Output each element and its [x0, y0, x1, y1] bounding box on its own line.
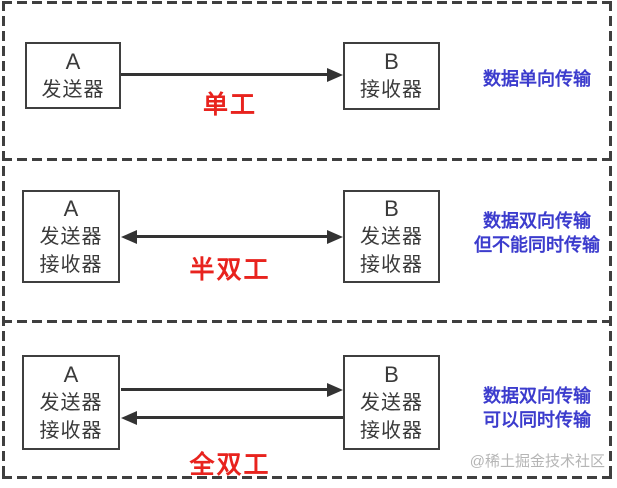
frame-border-left — [2, 1, 5, 479]
arrowhead-left-icon — [121, 230, 137, 244]
device-box-a: A 发送器 — [25, 42, 121, 109]
device-b-role: 发送器 — [360, 225, 423, 248]
device-b-title: B — [384, 49, 399, 74]
device-b-title: B — [384, 195, 399, 221]
frame-divider-1 — [2, 158, 614, 161]
device-a-role: 发送器 — [39, 391, 103, 414]
device-a-role: 接收器 — [39, 419, 103, 442]
frame-border-right — [609, 1, 612, 479]
arrowhead-right-icon — [327, 383, 343, 397]
device-a-role: 接收器 — [39, 253, 103, 276]
device-a-title: A — [63, 195, 79, 221]
device-a-title: A — [65, 48, 81, 74]
device-a-role: 发送器 — [39, 225, 103, 248]
arrow-a-to-b — [121, 68, 343, 82]
frame-divider-2 — [2, 320, 614, 323]
section-half-duplex: A 发送器 接收器 B 发送器 接收器 半双工 数据双向传输 但不能同时传输 — [0, 159, 617, 320]
section-full-duplex: A 发送器 接收器 B 发送器 接收器 全双工 数据双向传输 可以同时传输 @稀… — [0, 321, 617, 480]
device-box-b: B 发送器 接收器 — [343, 190, 440, 283]
device-box-a: A 发送器 接收器 — [22, 355, 120, 450]
description-line: 数据单向传输 — [483, 69, 591, 89]
mode-label-simplex: 单工 — [202, 91, 257, 119]
device-box-b: B 接收器 — [343, 42, 440, 110]
device-b-role: 接收器 — [360, 419, 423, 442]
device-b-role: 接收器 — [360, 253, 423, 276]
arrow-bidirectional — [121, 230, 343, 244]
arrow-a-to-b — [121, 383, 343, 397]
mode-label-half-duplex: 半双工 — [189, 256, 271, 284]
mode-label-full-duplex: 全双工 — [189, 451, 271, 479]
description-half-duplex: 数据双向传输 但不能同时传输 — [462, 209, 612, 257]
arrowhead-right-icon — [327, 230, 343, 244]
watermark: @稀土掘金技术社区 — [469, 453, 605, 470]
device-a-role: 发送器 — [41, 78, 105, 101]
arrowhead-left-icon — [121, 411, 137, 425]
arrow-b-to-a — [121, 411, 343, 425]
device-b-role: 接收器 — [360, 79, 423, 101]
device-b-role: 发送器 — [360, 391, 423, 414]
device-box-a: A 发送器 接收器 — [22, 190, 120, 283]
frame-border-bottom — [2, 476, 614, 479]
device-b-title: B — [384, 361, 399, 387]
description-line: 但不能同时传输 — [474, 235, 600, 255]
arrowhead-right-icon — [327, 68, 343, 82]
description-line: 可以同时传输 — [483, 410, 591, 430]
description-line: 数据双向传输 — [483, 211, 591, 231]
section-simplex: A 发送器 B 接收器 单工 数据单向传输 — [0, 2, 617, 158]
device-a-title: A — [63, 361, 79, 387]
device-box-b: B 发送器 接收器 — [343, 355, 440, 450]
frame-border-top — [2, 1, 614, 4]
description-line: 数据双向传输 — [483, 386, 591, 406]
description-simplex: 数据单向传输 — [462, 67, 612, 91]
description-full-duplex: 数据双向传输 可以同时传输 — [462, 384, 612, 432]
